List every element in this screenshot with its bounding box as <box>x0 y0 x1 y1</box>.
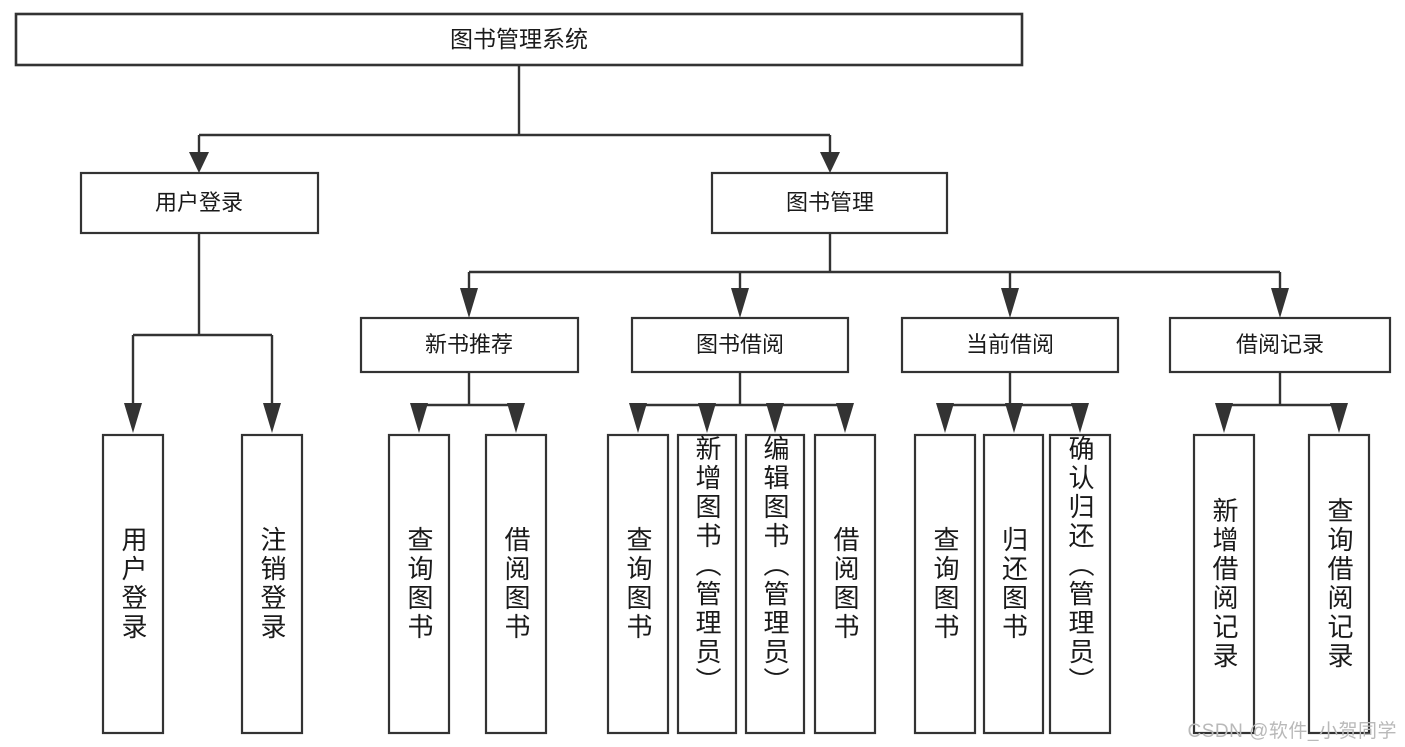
arrow-book-mgmt-to-current <box>1001 288 1019 318</box>
node-root[interactable]: 图书管理系统 <box>14 12 1024 67</box>
leaf-box-current-3[interactable] <box>1048 433 1112 735</box>
arrow-new-book-leaf-1 <box>410 403 428 433</box>
arrow-root-to-book-mgmt <box>820 152 840 173</box>
arrow-current-leaf-2 <box>1005 403 1023 433</box>
connector-layer <box>124 65 1348 433</box>
arrow-borrow-leaf-2 <box>698 403 716 433</box>
node-root-box[interactable] <box>14 12 1024 67</box>
leaf-box-record-2[interactable] <box>1307 433 1371 735</box>
watermark: CSDN @软件_小贺同学 <box>1187 721 1397 742</box>
arrow-book-mgmt-to-borrow <box>731 288 749 318</box>
leaf-box-current-1[interactable] <box>913 433 977 735</box>
node-book-borrow-box[interactable] <box>630 316 850 374</box>
arrow-borrow-leaf-1 <box>629 403 647 433</box>
node-book-borrow-label: 图书借阅 <box>696 332 784 357</box>
arrow-borrow-leaf-3 <box>766 403 784 433</box>
node-new-book-recommend[interactable]: 新书推荐 <box>359 316 580 374</box>
arrow-user-login-leaf-2 <box>263 403 281 433</box>
node-user-login[interactable]: 用户登录 <box>79 171 320 235</box>
node-book-borrow[interactable]: 图书借阅 <box>630 316 850 374</box>
leaf-box-current-2[interactable] <box>982 433 1045 735</box>
arrow-book-mgmt-to-record <box>1271 288 1289 318</box>
arrow-borrow-leaf-4 <box>836 403 854 433</box>
node-current-borrow[interactable]: 当前借阅 <box>900 316 1120 374</box>
node-book-management-label: 图书管理 <box>786 190 874 215</box>
leaf-box-record-1[interactable] <box>1192 433 1256 735</box>
arrow-book-mgmt-to-new-book <box>460 288 478 318</box>
node-borrow-record-box[interactable] <box>1168 316 1392 374</box>
node-borrow-record[interactable]: 借阅记录 <box>1168 316 1392 374</box>
node-new-book-recommend-box[interactable] <box>359 316 580 374</box>
arrow-root-to-user-login <box>189 152 209 173</box>
node-user-login-label: 用户登录 <box>155 190 243 215</box>
node-current-borrow-box[interactable] <box>900 316 1120 374</box>
node-user-login-box[interactable] <box>79 171 320 235</box>
leaf-box-user-login-2[interactable] <box>240 433 304 735</box>
arrow-user-login-leaf-1 <box>124 403 142 433</box>
leaf-box-borrow-3[interactable] <box>744 433 806 735</box>
arrow-record-leaf-1 <box>1215 403 1233 433</box>
arrow-current-leaf-1 <box>936 403 954 433</box>
arrow-record-leaf-2 <box>1330 403 1348 433</box>
leaf-box-user-login-1[interactable] <box>101 433 165 735</box>
node-book-management[interactable]: 图书管理 <box>710 171 949 235</box>
node-book-management-box[interactable] <box>710 171 949 235</box>
leaf-box-borrow-1[interactable] <box>606 433 670 735</box>
leaf-box-borrow-2[interactable] <box>676 433 738 735</box>
leaf-box-new-book-1[interactable] <box>387 433 451 735</box>
node-root-label: 图书管理系统 <box>450 26 588 52</box>
arrow-current-leaf-3 <box>1071 403 1089 433</box>
leaf-box-borrow-4[interactable] <box>813 433 877 735</box>
leaf-box-new-book-2[interactable] <box>484 433 548 735</box>
arrow-new-book-leaf-2 <box>507 403 525 433</box>
node-new-book-recommend-label: 新书推荐 <box>425 332 513 357</box>
node-current-borrow-label: 当前借阅 <box>966 332 1054 357</box>
node-borrow-record-label: 借阅记录 <box>1236 332 1324 357</box>
